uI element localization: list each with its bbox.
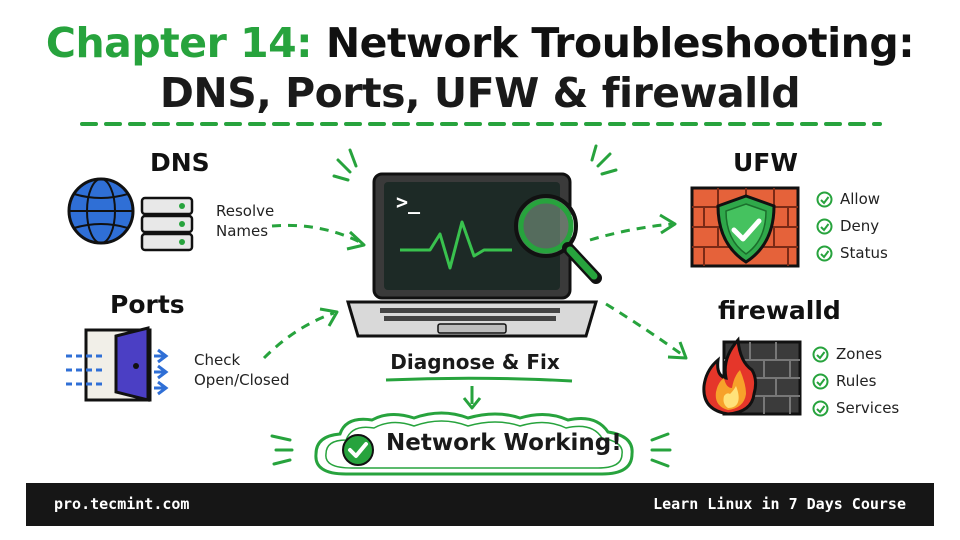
sparkle-left (332, 148, 358, 182)
diagnose-caption: Diagnose & Fix (390, 350, 560, 374)
firewalld-list: Zones Rules Services (812, 341, 899, 422)
title-chapter: Chapter 14: (45, 19, 313, 67)
list-item: Zones (812, 341, 899, 368)
footer-site: pro.tecmint.com (54, 495, 190, 513)
sparkle-right (590, 144, 618, 176)
page-title: Chapter 14: Network Troubleshooting: DNS… (0, 18, 960, 118)
sparkle-cloud-left (270, 434, 294, 466)
title-line2: DNS, Ports, UFW & firewalld (159, 69, 801, 117)
list-item: Status (816, 240, 888, 267)
check-circle-icon (816, 191, 833, 208)
firewalld-title: firewalld (718, 296, 841, 325)
result-cloud (314, 411, 634, 476)
list-item: Deny (816, 213, 888, 240)
door-icon (66, 326, 169, 402)
footer-course: Learn Linux in 7 Days Course (653, 495, 906, 513)
check-circle-icon (816, 218, 833, 235)
arrow-dns (271, 223, 363, 245)
dns-title: DNS (150, 148, 210, 177)
check-circle-icon (816, 245, 833, 262)
laptop-icon (345, 172, 602, 338)
caption-underline (385, 376, 573, 383)
ports-title: Ports (110, 290, 185, 319)
ufw-list: Allow Deny Status (816, 186, 888, 267)
list-item: Allow (816, 186, 888, 213)
check-circle-icon (812, 373, 829, 390)
check-circle-icon (812, 346, 829, 363)
arrow-firewalld (605, 302, 685, 358)
sparkle-cloud-right (650, 432, 672, 468)
globe-server-icon (67, 177, 194, 252)
terminal-prompt: >_ (396, 190, 421, 214)
arrow-ports (262, 311, 335, 360)
arrow-ufw (589, 222, 673, 242)
ufw-title: UFW (733, 148, 798, 177)
list-item: Rules (812, 368, 899, 395)
footer-bar: pro.tecmint.com Learn Linux in 7 Days Co… (26, 483, 934, 526)
ports-label: Check Open/Closed (194, 351, 290, 389)
dns-label: Resolve Names (216, 202, 275, 240)
brick-shield-icon (690, 186, 800, 268)
fire-wall-icon (702, 336, 802, 416)
title-topic: Network Troubleshooting: (312, 19, 915, 67)
list-item: Services (812, 395, 899, 422)
network-working-label: Network Working! (386, 430, 622, 456)
check-circle-icon (812, 400, 829, 417)
